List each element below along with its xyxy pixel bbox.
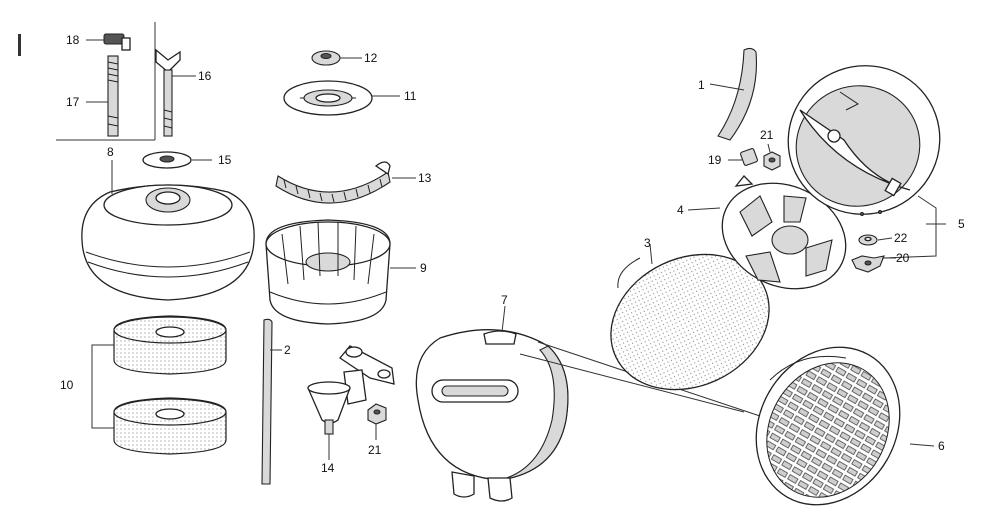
part-18-clip	[103, 33, 131, 51]
part-2-tube	[261, 318, 273, 485]
callout-9: 9	[420, 261, 427, 275]
callout-numbers: 1 2 3 4 5 6 7 8 9 10 11 12 13 14 15 16 1…	[60, 33, 965, 475]
callout-8: 8	[107, 145, 114, 159]
part-1-hose	[717, 47, 758, 141]
callout-10: 10	[60, 378, 74, 392]
callout-16: 16	[198, 69, 212, 83]
callout-21-upper: 21	[760, 128, 774, 142]
part-20-wing-nut	[851, 255, 885, 273]
part-8-cover	[81, 184, 255, 301]
part-16-wing-bolt	[155, 48, 181, 137]
callout-11: 11	[404, 89, 417, 103]
part-13-band	[275, 161, 391, 204]
part-19-collar	[740, 148, 758, 166]
leader-lines	[86, 39, 946, 460]
part-21-nut-upper	[763, 151, 781, 171]
callout-4: 4	[677, 203, 684, 217]
part-9-element-case	[265, 219, 391, 325]
margin-mark	[18, 34, 21, 56]
callout-22: 22	[894, 231, 908, 245]
part-3-filter-element	[610, 253, 770, 391]
part-5-back-cover	[787, 65, 941, 216]
callout-2: 2	[284, 343, 291, 357]
callout-1: 1	[698, 78, 705, 92]
part-6-grille-cover	[755, 346, 901, 506]
part-4-support-plate	[721, 175, 847, 290]
callout-5: 5	[958, 217, 965, 231]
callout-13: 13	[418, 171, 432, 185]
callout-19: 19	[708, 153, 722, 167]
part-10-foam-rings	[91, 315, 227, 455]
part-17-stud	[107, 55, 119, 137]
part-12-grommet	[311, 50, 341, 66]
part-21-nut-lower	[367, 403, 387, 425]
part-7-housing	[415, 329, 569, 502]
hardware-group-bracket	[56, 22, 156, 141]
callout-12: 12	[364, 51, 378, 65]
callout-21-lower: 21	[368, 443, 382, 457]
part-14-drain	[307, 345, 395, 435]
callout-17: 17	[66, 95, 80, 109]
callout-3: 3	[644, 236, 651, 250]
callout-18: 18	[66, 33, 80, 47]
part-11-holder-plate	[283, 80, 373, 116]
part-22-washer	[858, 234, 878, 246]
callout-14: 14	[321, 461, 335, 475]
callout-7: 7	[501, 293, 508, 307]
part-15-seal	[142, 151, 192, 169]
callout-6: 6	[938, 439, 945, 453]
callout-20: 20	[896, 251, 910, 265]
callout-15: 15	[218, 153, 232, 167]
